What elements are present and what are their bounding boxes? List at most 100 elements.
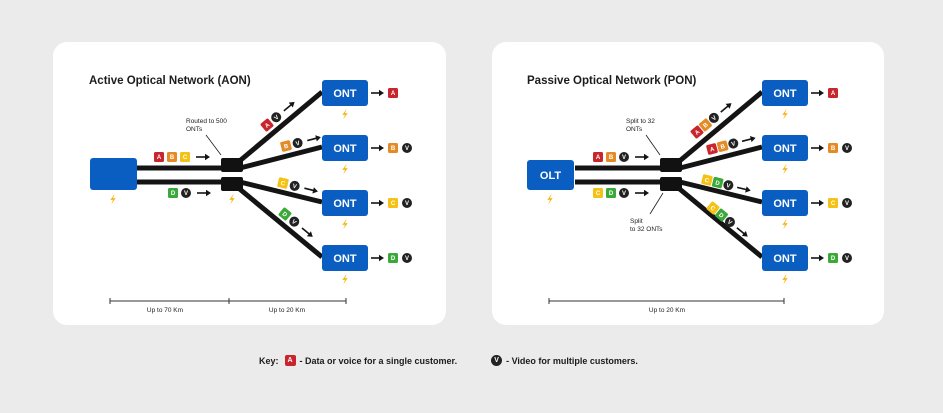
aon-branch-tag-1-arrow bbox=[283, 101, 295, 112]
pon-trunk-tag-v: V bbox=[619, 152, 629, 162]
badge-letter: A bbox=[709, 147, 715, 154]
video-badge-icon bbox=[619, 188, 629, 198]
data-badge-b bbox=[828, 143, 838, 153]
data-badge-a bbox=[260, 118, 274, 132]
pon-ont-arrow-3 bbox=[811, 199, 824, 207]
aon-switch-bottom bbox=[221, 177, 243, 191]
legend-v-text: - Video for multiple customers. bbox=[506, 355, 638, 366]
video-badge-icon bbox=[842, 143, 852, 153]
badge-letter: V bbox=[622, 191, 626, 197]
pon-title: Passive Optical Network (PON) bbox=[527, 75, 697, 87]
pon-ont-arrow-1 bbox=[811, 89, 824, 97]
pon-ont-box-1-label: ONT bbox=[773, 88, 797, 100]
badge-letter: C bbox=[704, 178, 710, 185]
pon-ont-output-4-d: D bbox=[828, 253, 838, 263]
aon-ont-output-4-v: V bbox=[402, 253, 412, 263]
pon-splitter-label-top: Split to 32 bbox=[626, 118, 655, 125]
data-badge-a bbox=[706, 143, 718, 155]
aon-splitter-label: Routed to 500 bbox=[186, 118, 227, 125]
aon-ont-arrow-3 bbox=[371, 199, 384, 207]
aon-ont-output-3-v: V bbox=[402, 198, 412, 208]
aon-ont-box-4 bbox=[322, 245, 368, 271]
data-badge-b bbox=[280, 140, 292, 152]
pon-branch-fiber-3 bbox=[679, 179, 763, 205]
pon-trunk-tag-v: V bbox=[619, 188, 629, 198]
aon-ont-output-3-c: C bbox=[388, 198, 398, 208]
badge-letter: B bbox=[170, 155, 175, 161]
pon-branch-fiber-2 bbox=[679, 144, 763, 171]
badge-letter: B bbox=[609, 155, 614, 161]
data-badge-c bbox=[593, 188, 603, 198]
badge-letter: B bbox=[831, 146, 836, 152]
video-badge-icon bbox=[181, 188, 191, 198]
badge-letter: C bbox=[596, 191, 601, 197]
pon-splitter-label-bottom: Split bbox=[630, 218, 643, 225]
aon-source-box bbox=[90, 158, 137, 190]
aon-ont-output-4-d: D bbox=[388, 253, 398, 263]
pon-branch-tag-1-arrow bbox=[720, 103, 732, 113]
badge-letter: V bbox=[290, 219, 297, 226]
badge-letter: D bbox=[715, 180, 721, 187]
aon-ont-box-4-label: ONT bbox=[333, 253, 357, 265]
data-badge-b bbox=[699, 118, 712, 132]
aon-branch-tag-3-c: C bbox=[277, 177, 289, 189]
video-badge-icon bbox=[292, 138, 303, 149]
aon-branch-fiber-2 bbox=[239, 144, 323, 171]
badge-letter: C bbox=[391, 201, 396, 207]
pon-ont-power-icon bbox=[782, 163, 788, 175]
aon-ont-arrow-1 bbox=[371, 89, 384, 97]
pon-branch-tag-1-b: B bbox=[699, 118, 712, 132]
data-badge-a bbox=[690, 125, 704, 139]
aon-source-power-icon bbox=[110, 193, 116, 205]
aon-branch-tag-4-arrow bbox=[301, 227, 313, 237]
video-badge-icon bbox=[842, 198, 852, 208]
pon-ont-power-icon bbox=[782, 108, 788, 120]
aon-splitter-pointer bbox=[205, 134, 222, 156]
pon-trunk-tag-arrow bbox=[635, 189, 649, 197]
aon-title: Active Optical Network (AON) bbox=[89, 75, 251, 87]
badge-letter: B bbox=[703, 122, 711, 130]
badge-letter: C bbox=[183, 155, 188, 161]
badge-letter: A bbox=[157, 155, 162, 161]
video-badge-icon bbox=[724, 217, 735, 228]
aon-ont-box-1 bbox=[322, 80, 368, 106]
badge-letter: A bbox=[596, 155, 601, 161]
data-badge-a bbox=[828, 88, 838, 98]
badge-letter: D bbox=[391, 256, 396, 262]
aon-ont-output-2-v: V bbox=[402, 143, 412, 153]
pon-branch-tag-3-d: D bbox=[711, 176, 724, 189]
aon-ont-arrow-4 bbox=[371, 254, 384, 262]
pon-ont-box-2 bbox=[762, 135, 808, 161]
badge-letter: A bbox=[831, 91, 836, 97]
pon-olt-power-icon bbox=[547, 193, 553, 205]
aon-ont-power-icon bbox=[342, 108, 348, 120]
pon-trunk-tag-d: D bbox=[606, 188, 616, 198]
pon-trunk-tag-a: A bbox=[593, 152, 603, 162]
aon-branch-tag-1-v: V bbox=[271, 112, 282, 123]
pon-olt-box-label: OLT bbox=[540, 170, 561, 182]
pon-olt-box bbox=[527, 160, 574, 190]
pon-trunk-tag-b: B bbox=[606, 152, 616, 162]
legend: Key: A - Data or voice for a single cust… bbox=[259, 355, 638, 366]
pon-branch-tag-4-c: C bbox=[706, 201, 720, 215]
data-badge-b bbox=[167, 152, 177, 162]
badge-letter: V bbox=[845, 146, 849, 152]
aon-splitter-label: ONTs bbox=[186, 126, 203, 133]
video-badge-icon bbox=[728, 138, 739, 149]
data-badge-b bbox=[716, 140, 729, 153]
aon-scale-label-1: Up to 70 Km bbox=[147, 307, 183, 314]
aon-branch-tag-4-d: D bbox=[278, 207, 292, 221]
aon-branch-tag-3-arrow bbox=[304, 187, 318, 194]
aon-ont-box-1-label: ONT bbox=[333, 88, 357, 100]
data-badge-a bbox=[593, 152, 603, 162]
badge-letter: C bbox=[709, 205, 717, 213]
data-badge-a bbox=[154, 152, 164, 162]
pon-ont-output-3-c: C bbox=[828, 198, 838, 208]
aon-ont-box-2 bbox=[322, 135, 368, 161]
pon-ont-arrow-4 bbox=[811, 254, 824, 262]
badge-letter: B bbox=[720, 144, 726, 151]
aon-branch-fiber-3 bbox=[239, 179, 323, 205]
badge-letter: V bbox=[274, 115, 281, 122]
pon-branch-fiber-1 bbox=[674, 90, 764, 166]
aon-branch-tag-2-v: V bbox=[292, 138, 303, 149]
